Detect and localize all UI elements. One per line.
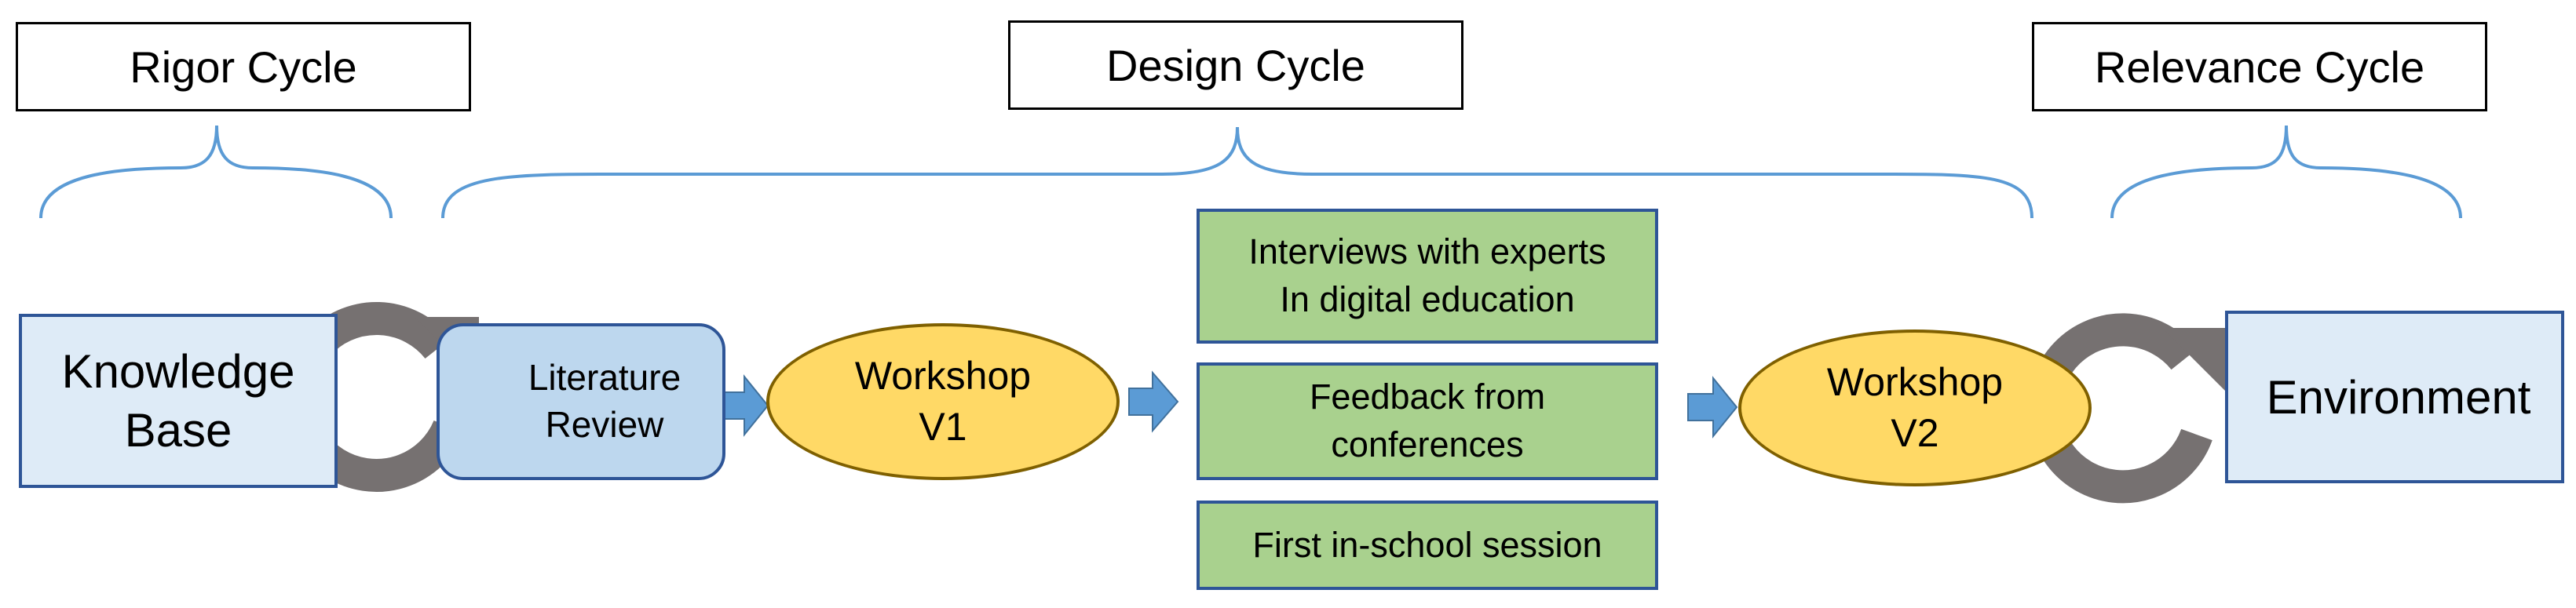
arrow-icon xyxy=(720,374,769,437)
design-brace xyxy=(441,126,2033,219)
literature-review-node: Literature Review xyxy=(437,323,725,480)
environment-node: Environment xyxy=(2225,311,2564,483)
environment-label: Environment xyxy=(2266,370,2531,424)
literature-review-label: Literature Review xyxy=(528,357,681,445)
knowledge-base-label: Knowledge Base xyxy=(61,345,295,457)
workshop-v2-label: Workshop V2 xyxy=(1826,360,2004,455)
interviews-label: Interviews with experts In digital educa… xyxy=(1248,231,1606,319)
relevance-brace xyxy=(2110,125,2462,219)
feedback-node: Feedback from conferences xyxy=(1197,362,1658,480)
workshop-v1-node: Workshop V1 xyxy=(766,323,1120,480)
workshop-v2-node: Workshop V2 xyxy=(1738,329,2092,486)
rigor-cycle-header: Rigor Cycle xyxy=(16,22,471,111)
relevance-cycle-header: Relevance Cycle xyxy=(2032,22,2487,111)
rigor-brace xyxy=(39,125,393,219)
arrow-icon xyxy=(1128,370,1179,433)
first-session-label: First in-school session xyxy=(1252,524,1602,565)
arrow-icon xyxy=(1687,376,1738,439)
workshop-v1-label: Workshop V1 xyxy=(854,354,1032,449)
feedback-label: Feedback from conferences xyxy=(1309,377,1546,464)
interviews-node: Interviews with experts In digital educa… xyxy=(1197,209,1658,344)
first-session-node: First in-school session xyxy=(1197,501,1658,590)
knowledge-base-node: Knowledge Base xyxy=(19,314,338,488)
design-cycle-header: Design Cycle xyxy=(1008,20,1463,110)
